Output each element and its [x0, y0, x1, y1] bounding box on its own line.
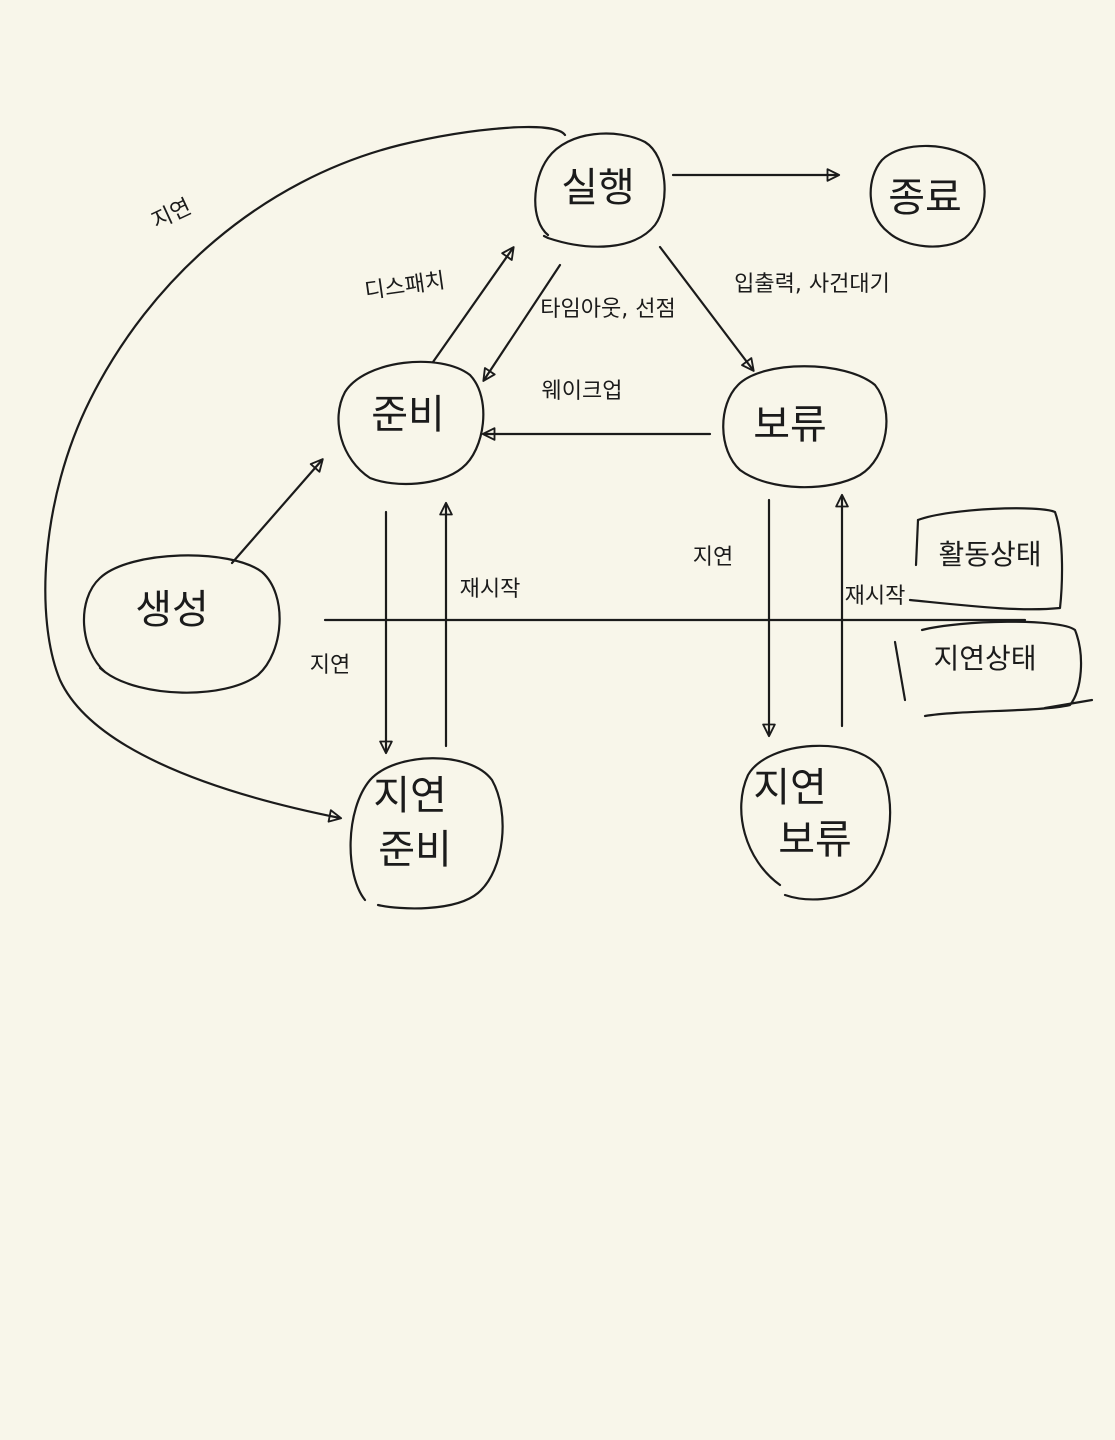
- state-terminated-label: 종료: [888, 175, 962, 221]
- state-blocked-label: 보류: [753, 402, 827, 448]
- state-ready: 준비: [337, 360, 485, 486]
- state-create-outline: [82, 554, 281, 694]
- state-create: 생성: [82, 554, 281, 694]
- state-suspended-blocked-label-line2: 보류: [778, 817, 852, 863]
- label-resume-ready: 재시작: [460, 577, 521, 602]
- region-active-bracket: [914, 518, 920, 567]
- state-running-outline: [534, 132, 666, 248]
- region-suspended-underline: [1043, 698, 1094, 710]
- state-running: 실행: [534, 132, 666, 248]
- state-terminated: 종료: [869, 144, 986, 248]
- region-suspended-box: [920, 620, 1083, 718]
- region-active-label: 활동상태: [938, 538, 1041, 571]
- label-io-event-wait: 입출력, 사건대기: [734, 272, 890, 297]
- arrow-running-to-ready-timeout: [482, 263, 562, 382]
- state-running-label: 실행: [561, 165, 635, 211]
- arrow-ready-to-running-dispatch: [431, 246, 515, 364]
- state-suspended-blocked-outline: [740, 744, 892, 901]
- label-dispatch: 디스패치: [363, 268, 447, 304]
- label-suspend-running: 지연: [148, 195, 195, 235]
- region-suspended: 지연상태: [893, 620, 1094, 718]
- arrow-running-to-blocked-io: [658, 245, 755, 372]
- state-suspended-blocked: 지연 보류: [740, 744, 892, 901]
- label-wakeup: 웨이크업: [542, 379, 623, 404]
- state-blocked-outline: [722, 365, 888, 489]
- arrow-create-to-ready: [230, 458, 324, 565]
- region-active-box: [908, 507, 1064, 611]
- state-suspended-ready: 지연 준비: [349, 757, 504, 910]
- label-suspend-ready: 지연: [310, 653, 350, 678]
- state-suspended-ready-outline: [349, 757, 504, 910]
- region-suspended-bracket: [893, 640, 907, 702]
- state-suspended-ready-label-line1: 지연: [373, 773, 447, 819]
- label-resume-blocked: 재시작: [845, 584, 906, 609]
- region-active: 활동상태: [908, 507, 1064, 611]
- label-timeout-preempt: 타임아웃, 선점: [540, 297, 675, 322]
- state-ready-outline: [337, 360, 485, 486]
- state-terminated-outline: [869, 144, 986, 248]
- state-blocked: 보류: [722, 365, 888, 489]
- arrow-running-to-suspended-ready: [44, 125, 567, 823]
- state-create-label: 생성: [135, 587, 209, 633]
- region-suspended-label: 지연상태: [933, 642, 1036, 675]
- state-suspended-blocked-label-line1: 지연: [753, 765, 827, 811]
- state-suspended-ready-label-line2: 준비: [378, 827, 452, 873]
- state-ready-label: 준비: [371, 392, 445, 438]
- label-suspend-blocked: 지연: [693, 545, 733, 570]
